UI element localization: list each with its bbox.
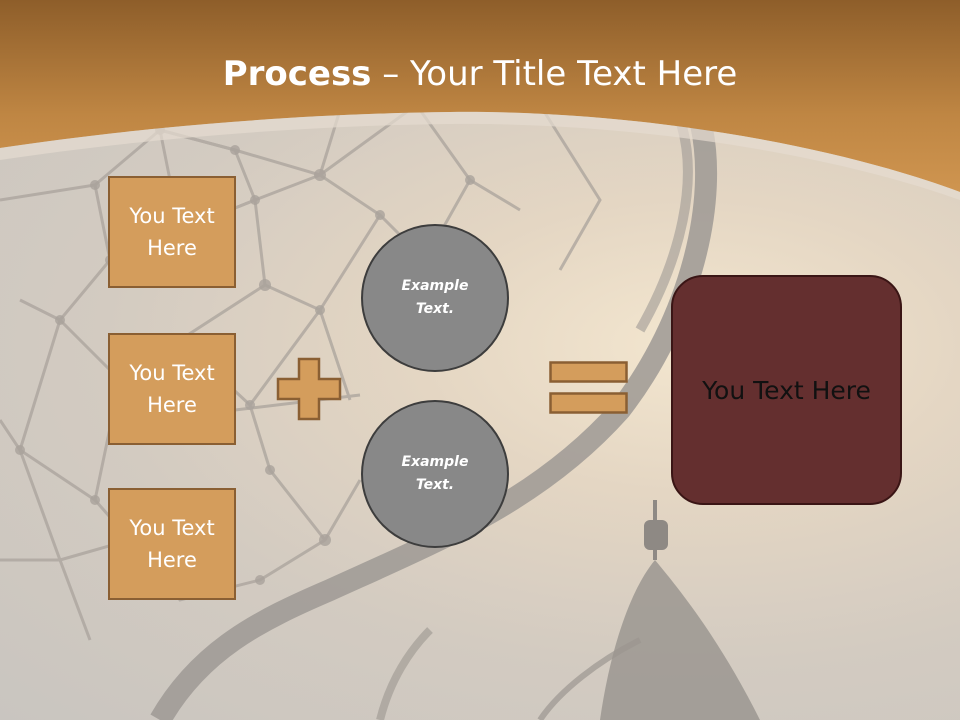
header-band: [0, 0, 960, 200]
input-box-2-line2: Here: [147, 393, 197, 417]
slide-title: Process – Your Title Text Here: [0, 52, 960, 96]
input-box-1-line2: Here: [147, 236, 197, 260]
circle-2-line1: Example: [401, 454, 469, 470]
circle-1-line2: Text.: [415, 301, 455, 317]
circle-1-line1: Example: [401, 278, 469, 294]
input-box-2-line1: You Text: [129, 361, 215, 385]
input-box-3-line1: You Text: [129, 516, 215, 540]
circle-2-line2: Text.: [415, 477, 455, 493]
result-box: You Text Here: [671, 275, 902, 505]
input-box-3-line2: Here: [147, 548, 197, 572]
result-box-label: You Text Here: [702, 375, 871, 405]
plus-icon: [276, 357, 342, 421]
equals-icon: [549, 361, 628, 414]
title-rest: – Your Title Text Here: [371, 54, 738, 94]
input-box-1-line1: You Text: [129, 204, 215, 228]
title-bold: Process: [222, 54, 372, 94]
